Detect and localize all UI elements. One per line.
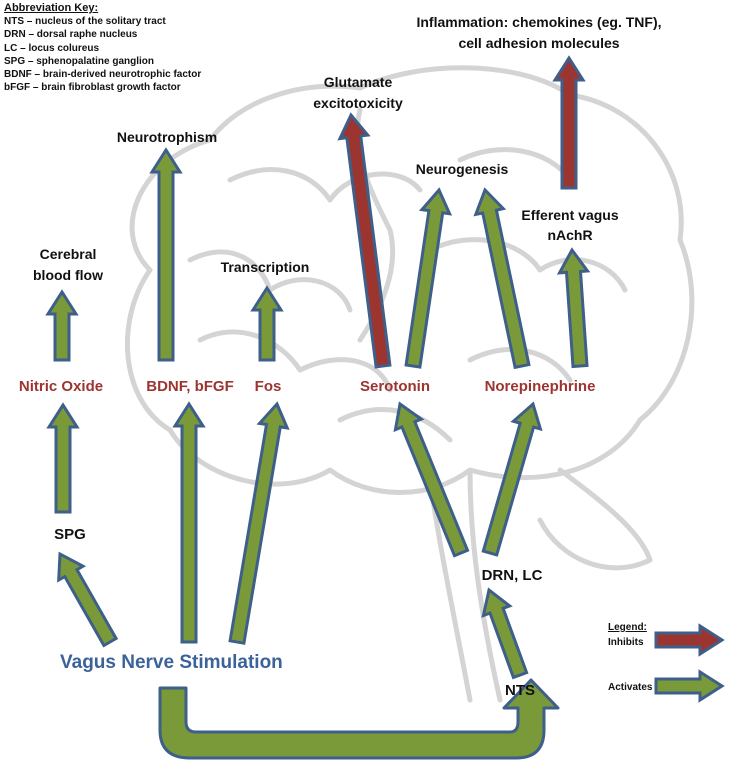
legend-inhibits-arrow	[654, 623, 725, 657]
arrow-nitric-oxide-to-blood-flow	[45, 289, 79, 362]
arrow-vns-to-fos	[228, 401, 290, 645]
norepinephrine-label: Norepinephrine	[484, 378, 596, 395]
inflammation-label-line2: cell adhesion molecules	[458, 35, 620, 51]
arrow-nts-to-drn-lc	[481, 587, 529, 680]
cerebral-blood-flow-label-line1: Cerebral	[39, 246, 97, 262]
arrows-layer	[45, 55, 591, 760]
abbreviation-spg: SPG – sphenopalatine ganglion	[4, 55, 155, 67]
abbreviation-key-title: Abbreviation Key:	[4, 2, 99, 14]
arrow-drn-lc-to-serotonin	[393, 401, 470, 558]
arrow-bdnf-to-neurotrophism	[149, 147, 183, 362]
arrow-norepinephrine-to-neurogenesis	[473, 187, 531, 370]
transcription-label: Transcription	[220, 259, 310, 275]
fos-label: Fos	[254, 378, 282, 395]
glutamate-label-line2: excitotoxicity	[313, 95, 403, 111]
neurotrophism-label: Neurotrophism	[116, 129, 218, 145]
abbreviation-bfgf: bFGF – brain fibroblast growth factor	[4, 82, 181, 94]
abbreviation-lc: LC – locus colureus	[4, 42, 100, 54]
efferent-vagus-label-line1: Efferent vagus	[521, 207, 619, 223]
inflammation-label: Inflammation: chemokines (eg. TNF), cell…	[414, 12, 664, 54]
nts-label: NTS	[505, 682, 535, 699]
arrow-vns-to-spg	[57, 551, 119, 648]
spg-label: SPG	[54, 526, 86, 543]
arrow-fos-to-transcription	[250, 285, 284, 362]
glutamate-label: Glutamate excitotoxicity	[303, 72, 413, 114]
glutamate-label-line1: Glutamate	[323, 74, 393, 90]
arrow-vns-to-nts	[158, 678, 560, 760]
cerebral-blood-flow-label: Cerebral blood flow	[18, 244, 118, 286]
arrow-norepinephrine-to-efferent-vagus	[556, 247, 591, 369]
inflammation-label-line1: Inflammation: chemokines (eg. TNF),	[416, 14, 662, 30]
nitric-oxide-label: Nitric Oxide	[18, 378, 104, 395]
arrow-serotonin-to-glutamate	[337, 112, 392, 369]
abbreviation-drn: DRN – dorsal raphe nucleus	[4, 29, 138, 41]
legend-inhibits-label: Inhibits	[608, 637, 644, 648]
neurogenesis-label: Neurogenesis	[415, 161, 509, 177]
arrow-vns-to-bdnf	[172, 401, 206, 644]
cerebral-blood-flow-label-line2: blood flow	[33, 267, 103, 283]
arrow-spg-to-nitric-oxide	[46, 402, 80, 514]
vagus-nerve-stimulation-label: Vagus Nerve Stimulation	[60, 652, 283, 673]
abbreviation-bdnf: BDNF – brain-derived neurotrophic factor	[4, 69, 202, 81]
efferent-vagus-label: Efferent vagus nAchR	[510, 205, 630, 245]
serotonin-label: Serotonin	[360, 378, 430, 395]
drn-lc-label: DRN, LC	[481, 567, 543, 584]
abbreviation-key: Abbreviation Key: NTS – nucleus of the s…	[4, 2, 201, 94]
arrow-inflammation-inhibit	[552, 55, 586, 190]
arrow-serotonin-to-neurogenesis	[404, 187, 453, 369]
bdnf-bfgf-label: BDNF, bFGF	[146, 378, 234, 395]
efferent-vagus-label-line2: nAchR	[547, 227, 593, 243]
legend-arrows	[654, 623, 725, 703]
legend-activates-label: Activates	[608, 682, 653, 693]
arrow-drn-lc-to-norepinephrine	[481, 401, 543, 557]
legend-activates-arrow	[654, 669, 725, 703]
legend-title: Legend:	[608, 622, 647, 633]
abbreviation-nts: NTS – nucleus of the solitary tract	[4, 16, 166, 28]
